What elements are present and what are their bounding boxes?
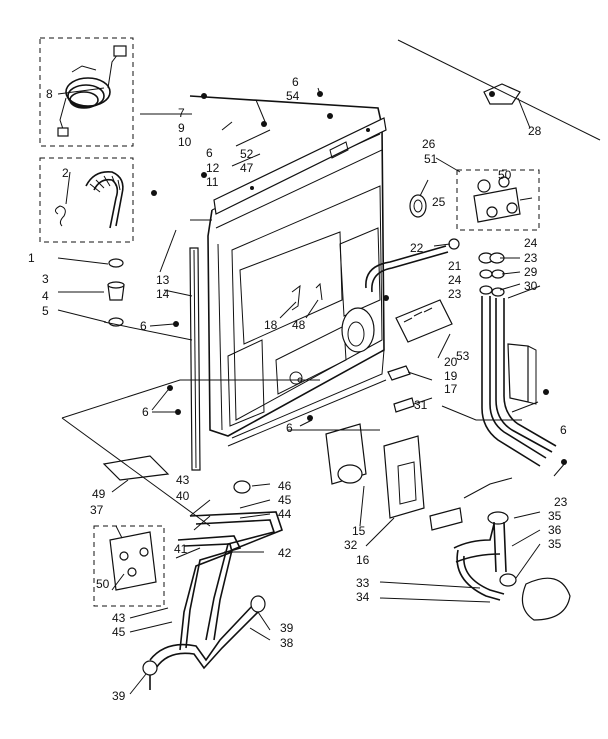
callout-6e: 6 bbox=[286, 421, 293, 435]
callout-45a: 45 bbox=[278, 493, 292, 507]
valve-body-icon bbox=[409, 194, 427, 218]
callout-22: 22 bbox=[410, 241, 424, 255]
callout-38: 38 bbox=[280, 636, 294, 650]
drain-hose-lower-icon bbox=[429, 507, 571, 621]
clip-icon bbox=[483, 83, 521, 105]
callout-16: 16 bbox=[356, 553, 370, 567]
callout-15: 15 bbox=[352, 524, 366, 538]
callout-10: 10 bbox=[178, 135, 192, 149]
callout-40: 40 bbox=[176, 489, 190, 503]
callout-30: 30 bbox=[524, 279, 538, 293]
callout-50b: 50 bbox=[96, 577, 110, 591]
callout-48: 48 bbox=[292, 318, 306, 332]
callout-23b: 23 bbox=[524, 251, 538, 265]
callout-36: 36 bbox=[548, 523, 562, 537]
rear-panel-icon bbox=[189, 95, 387, 447]
callout-31: 31 bbox=[414, 398, 428, 412]
drain-hose-icon bbox=[54, 170, 124, 229]
callout-44: 44 bbox=[278, 507, 292, 521]
callout-9: 9 bbox=[178, 121, 185, 135]
pump-icon bbox=[325, 423, 425, 519]
hose-bracket-icon bbox=[507, 343, 537, 405]
power-cord-icon bbox=[57, 45, 127, 137]
callout-23a: 23 bbox=[448, 287, 462, 301]
callout-3: 3 bbox=[42, 272, 49, 286]
terminal-block-icon bbox=[395, 299, 453, 343]
callout-23c: 23 bbox=[554, 495, 568, 509]
callout-32: 32 bbox=[344, 538, 358, 552]
callout-19: 19 bbox=[444, 369, 458, 383]
callout-39b: 39 bbox=[112, 689, 126, 703]
callout-43b: 43 bbox=[112, 611, 126, 625]
bracket-49-icon bbox=[102, 455, 170, 481]
callout-47: 47 bbox=[240, 161, 254, 175]
tube-assembly-icon bbox=[142, 511, 283, 690]
callout-13: 13 bbox=[156, 273, 170, 287]
callout-24a: 24 bbox=[524, 236, 538, 250]
grommet-icon bbox=[233, 480, 251, 494]
callout-50a: 50 bbox=[498, 168, 512, 182]
callout-37: 37 bbox=[90, 503, 104, 517]
callout-18: 18 bbox=[264, 318, 278, 332]
callout-43a: 43 bbox=[176, 473, 190, 487]
callout-6a: 6 bbox=[292, 75, 299, 89]
callout-8: 8 bbox=[46, 87, 53, 101]
callout-28: 28 bbox=[528, 124, 542, 138]
callout-1: 1 bbox=[28, 251, 35, 265]
callout-6f: 6 bbox=[560, 423, 567, 437]
callout-35a: 35 bbox=[548, 509, 562, 523]
callout-20: 20 bbox=[444, 355, 458, 369]
valve-inset-box bbox=[456, 169, 540, 231]
callout-5: 5 bbox=[42, 304, 49, 318]
callout-53: 53 bbox=[456, 349, 470, 363]
callout-21: 21 bbox=[448, 259, 462, 273]
callout-52: 52 bbox=[240, 147, 254, 161]
callout-41: 41 bbox=[174, 542, 188, 556]
callout-33: 33 bbox=[356, 576, 370, 590]
side-rail-icon bbox=[189, 247, 201, 471]
switch-assembly-icon bbox=[109, 531, 157, 591]
callout-51: 51 bbox=[424, 152, 438, 166]
callout-14: 14 bbox=[156, 287, 170, 301]
callout-49: 49 bbox=[92, 487, 106, 501]
fitting-icon bbox=[448, 238, 460, 250]
callout-2: 2 bbox=[62, 166, 69, 180]
callout-35b: 35 bbox=[548, 537, 562, 551]
leader-lines bbox=[57, 87, 567, 695]
callout-26: 26 bbox=[422, 137, 436, 151]
screws-icon bbox=[151, 91, 567, 465]
callout-6b: 6 bbox=[206, 146, 213, 160]
callout-46: 46 bbox=[278, 479, 292, 493]
callout-42: 42 bbox=[278, 546, 292, 560]
callout-11: 11 bbox=[206, 175, 219, 189]
callout-39a: 39 bbox=[280, 621, 294, 635]
callout-54: 54 bbox=[286, 89, 300, 103]
inlet-hoses-icon bbox=[481, 296, 557, 467]
callout-45b: 45 bbox=[112, 625, 126, 639]
clip-19-icon bbox=[387, 365, 411, 381]
top-bracket-icon bbox=[213, 117, 387, 215]
callout-17: 17 bbox=[444, 382, 458, 396]
callout-25: 25 bbox=[432, 195, 446, 209]
switch-inset-box bbox=[93, 525, 165, 607]
callout-34: 34 bbox=[356, 590, 370, 604]
callout-24b: 24 bbox=[448, 273, 462, 287]
callout-4: 4 bbox=[42, 289, 49, 303]
callout-6c: 6 bbox=[140, 319, 147, 333]
drain-hose-inset-box bbox=[39, 157, 134, 243]
hose-adapter-icon bbox=[107, 258, 125, 327]
fill-tube-icon bbox=[365, 245, 447, 289]
callout-12: 12 bbox=[206, 161, 220, 175]
clip-17-icon bbox=[393, 397, 415, 413]
callout-7: 7 bbox=[178, 106, 185, 120]
callout-6d: 6 bbox=[142, 405, 149, 419]
callout-29: 29 bbox=[524, 265, 538, 279]
power-cord-inset-box bbox=[39, 37, 134, 147]
water-valve-icon bbox=[473, 176, 533, 223]
